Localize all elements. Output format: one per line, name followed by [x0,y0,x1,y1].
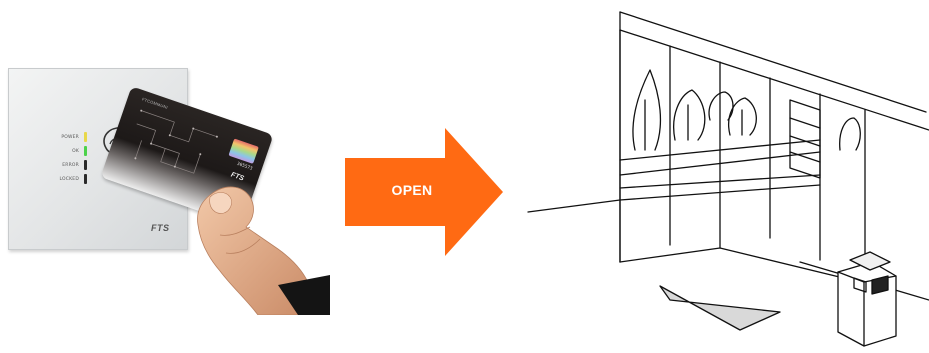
hand-illustration [180,175,330,315]
error-led [84,160,87,170]
led-label: OK [51,149,79,154]
led-row-power: POWER [51,132,87,142]
ok-led [84,146,87,156]
led-row-locked: LOCKED [51,174,87,184]
reader-brand: FTS [151,223,170,233]
storefront-door-illustration [520,0,929,353]
card-hologram [228,138,258,163]
led-row-error: ERROR [51,160,87,170]
led-label: POWER [51,135,79,140]
led-label: LOCKED [51,177,79,182]
led-row-ok: OK [51,146,87,156]
power-led [84,132,87,142]
locked-led [84,174,87,184]
led-label: ERROR [51,163,79,168]
arrow-label: OPEN [362,182,462,198]
